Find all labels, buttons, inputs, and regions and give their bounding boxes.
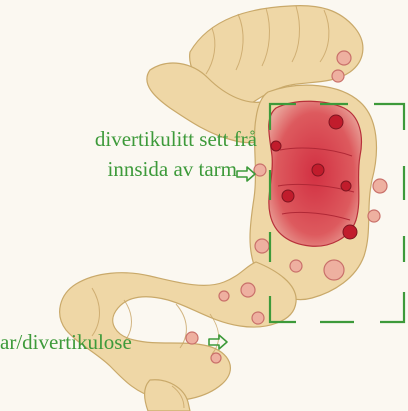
label-inside-view: divertikulitt sett frå innsida av tarm bbox=[12, 124, 257, 184]
arrow-right-icon bbox=[235, 165, 257, 183]
label-inside-view-line2: innsida av tarm bbox=[12, 154, 257, 184]
label-diverticulosis: ar/divertikulose bbox=[0, 327, 132, 357]
label-inside-view-line1: divertikulitt sett frå bbox=[12, 124, 257, 154]
arrow-right-icon bbox=[207, 333, 229, 351]
